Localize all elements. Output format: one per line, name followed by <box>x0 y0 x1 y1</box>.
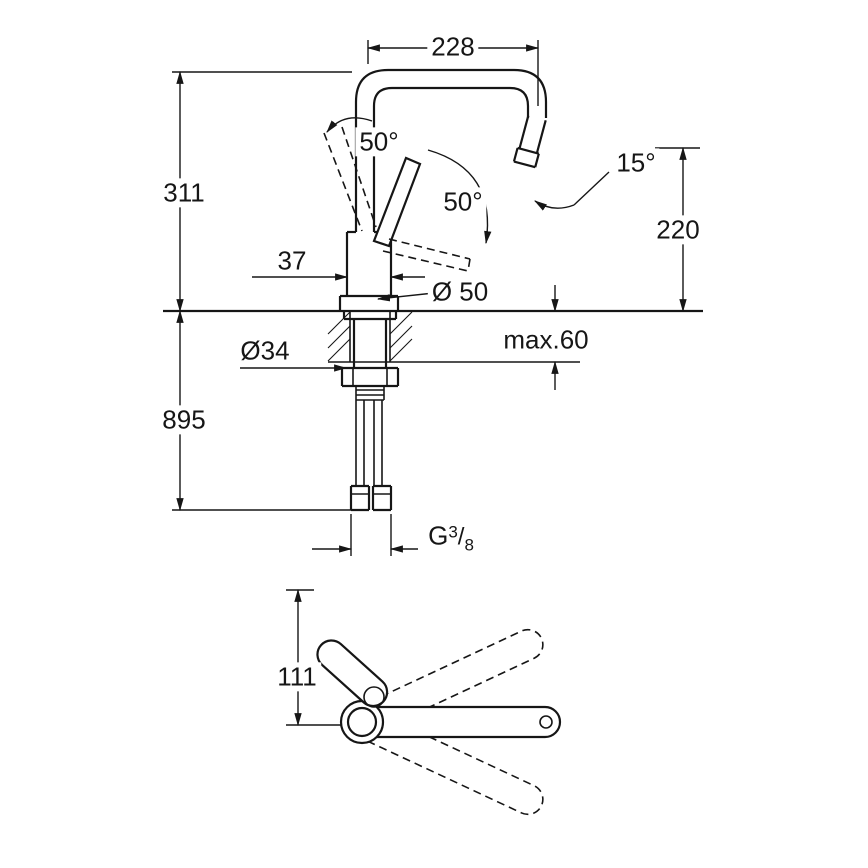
outlet-angle-indicator <box>534 171 610 211</box>
dim-body-width-label: 37 <box>273 246 311 276</box>
lever-handle <box>372 156 422 248</box>
side-view <box>163 68 703 512</box>
shank-thread <box>355 386 385 401</box>
dim-spout-reach-label: 228 <box>427 32 479 62</box>
lever-plan <box>316 639 389 708</box>
thread-denominator: 8 <box>464 535 474 555</box>
dim-111-lines <box>286 588 342 727</box>
dim-height-to-deck-label: 311 <box>159 178 209 208</box>
dim-lever-swivel-label: 50° <box>439 187 487 217</box>
top-view <box>316 628 562 816</box>
spout-nozzle <box>512 115 547 169</box>
thread-numerator: 3 <box>448 522 458 542</box>
counter-hatch <box>327 311 413 362</box>
dimension-lines <box>172 40 700 727</box>
dim-g38-lines <box>312 514 418 556</box>
dim-spout-swivel-label: 50° <box>355 127 403 157</box>
swivel-arm-upper-dashed <box>368 628 544 730</box>
dim-outlet-height-label: 220 <box>652 215 704 245</box>
dim-lever-offset-label: 111 <box>273 662 321 692</box>
hose-connector-left <box>349 484 371 512</box>
dim-thread-size-label: G3/8 <box>424 520 478 554</box>
hose-connector-right <box>371 484 393 512</box>
dim-hole-diameter-label: Ø34 <box>236 336 294 366</box>
dim-dia50-leader <box>376 292 435 302</box>
dim-deck-thickness-label: max.60 <box>499 325 593 355</box>
dim-overall-height-label: 895 <box>158 405 210 435</box>
dim-outlet-angle-label: 15° <box>612 148 660 178</box>
swivel-arm-lower-dashed <box>368 714 544 816</box>
spout-outline <box>354 68 548 232</box>
thread-prefix: G <box>428 520 449 551</box>
spout-arm-plan <box>377 705 562 739</box>
mounting-shank <box>342 311 398 368</box>
thread-slash: / <box>457 523 465 551</box>
mounting-nut <box>340 366 400 388</box>
spout-swivel-dashed <box>323 117 377 232</box>
lever-swivel-dashed <box>382 149 492 272</box>
supply-hoses <box>349 400 393 512</box>
dim-base-diameter-label: Ø 50 <box>427 277 493 307</box>
